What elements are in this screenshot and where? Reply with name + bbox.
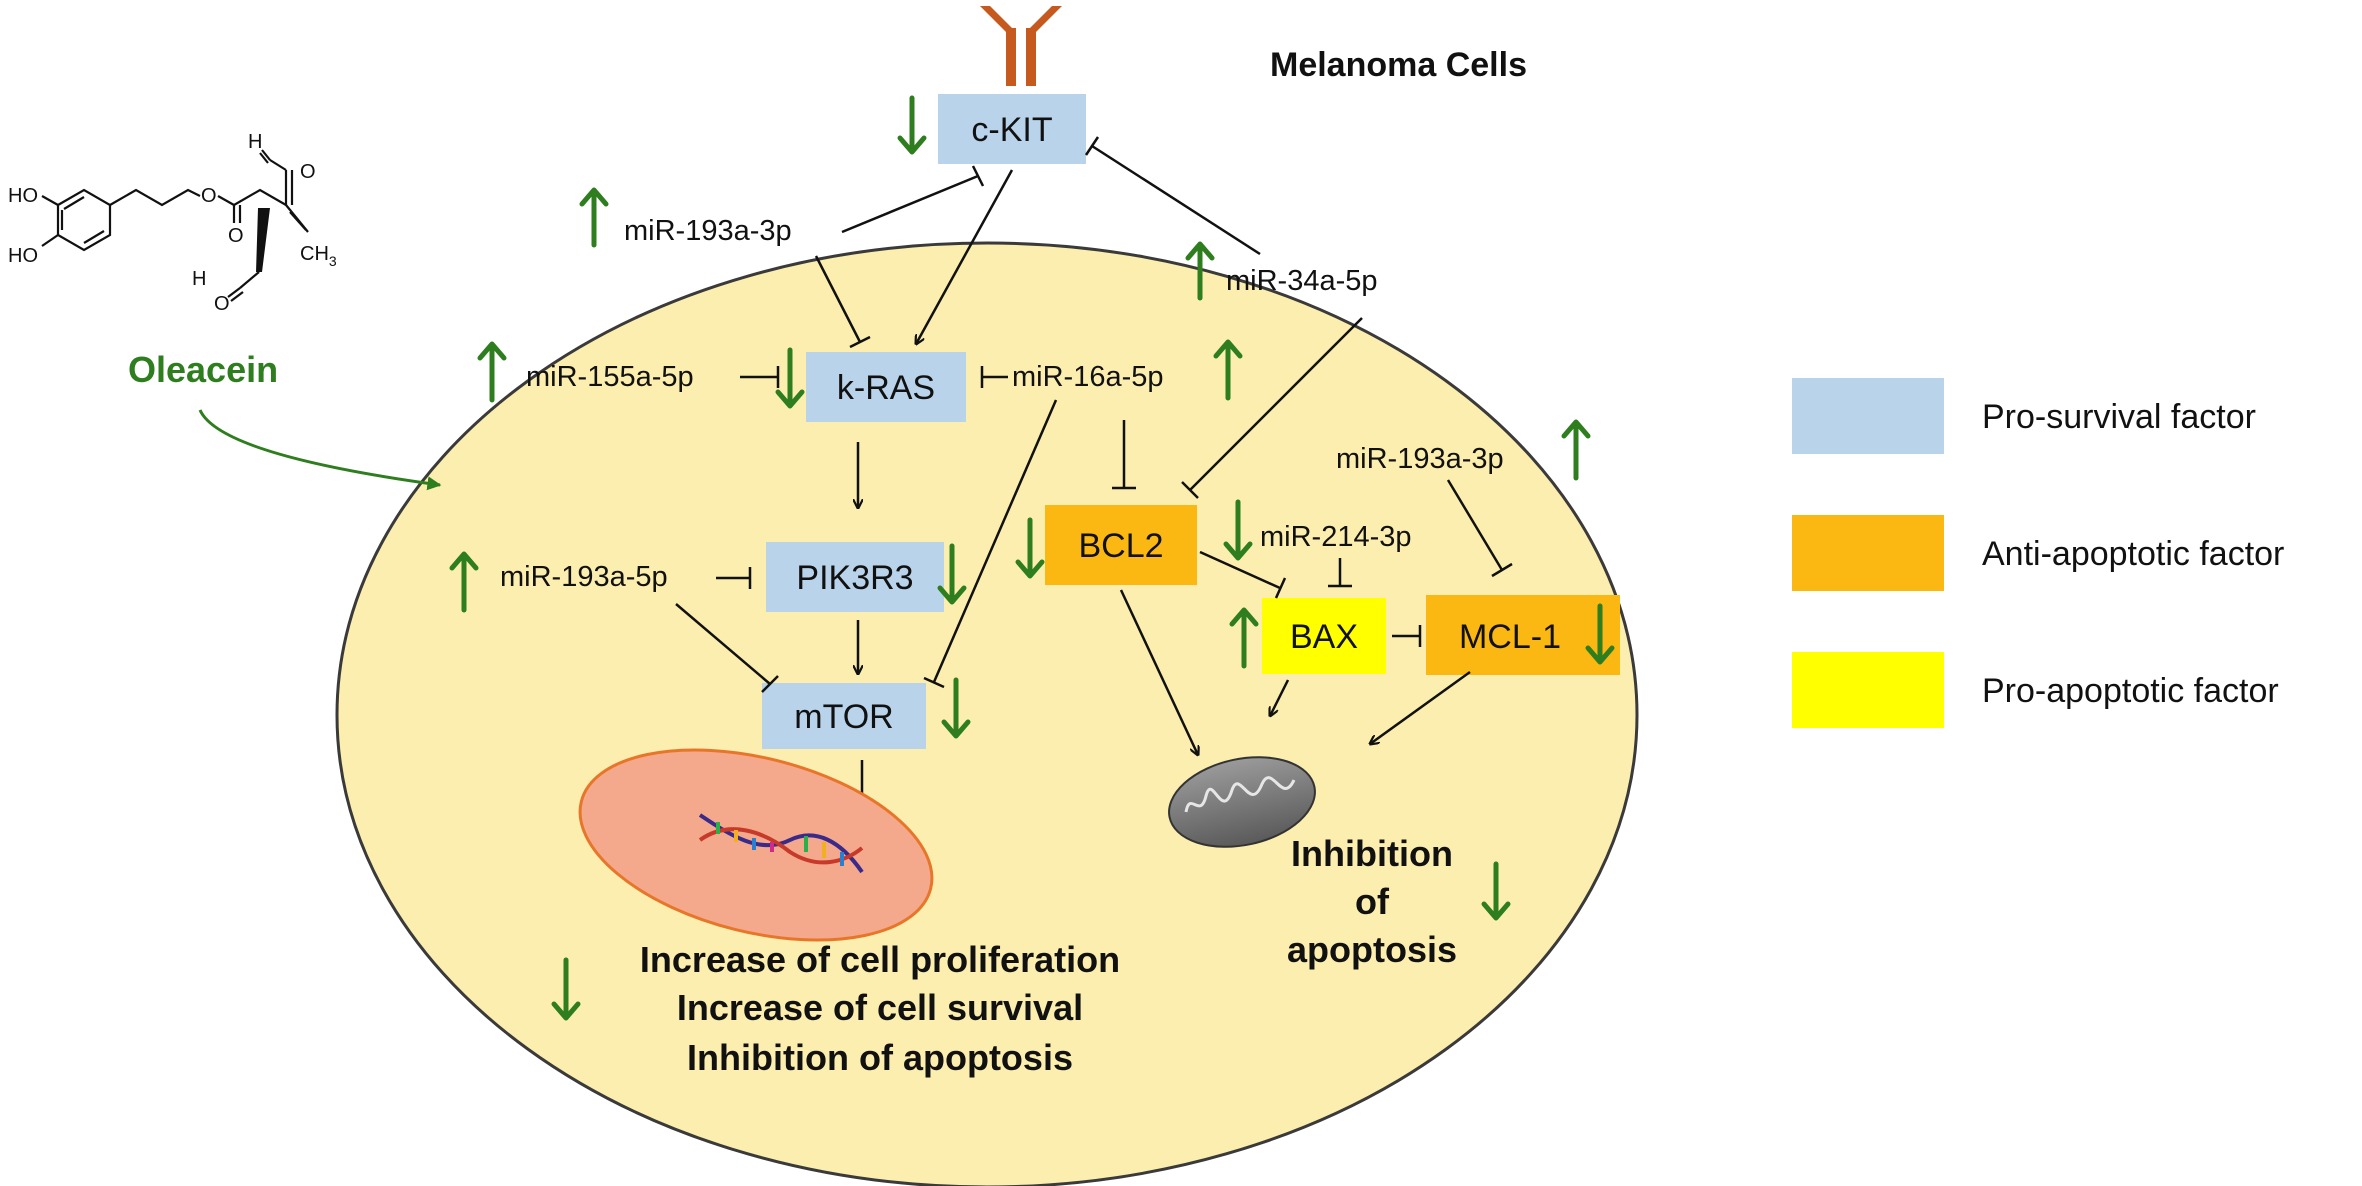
down-arrow-icon xyxy=(775,347,805,409)
oleacein-o-aldehyde-top: O xyxy=(300,161,316,183)
legend-label-anti-apoptotic: Anti-apoptotic factor xyxy=(1982,535,2284,573)
outcome-left-line-2: Increase of cell survival xyxy=(677,987,1083,1028)
up-arrow-icon xyxy=(1185,241,1215,301)
outcome-left: Increase of cell proliferation Increase … xyxy=(640,939,1120,1078)
outcome-right-line-3: apoptosis xyxy=(1287,929,1457,970)
legend-swatch-pro-survival xyxy=(1792,378,1944,454)
mirna-155a-5p: miR-155a-5p xyxy=(526,361,694,393)
oleacein-ch3: CH3 xyxy=(300,243,337,269)
legend-item-pro-apoptotic: Pro-apoptotic factor xyxy=(1792,652,2279,728)
legend-label-pro-survival: Pro-survival factor xyxy=(1982,398,2256,436)
node-mtor: mTOR xyxy=(762,683,926,749)
oleacein-h-bottom: H xyxy=(192,268,206,290)
down-arrow-icon xyxy=(941,677,971,739)
oleacein-ch3-sub: 3 xyxy=(329,253,337,269)
mirna-34a-5p: miR-34a-5p xyxy=(1226,265,1378,297)
diagram-title: Melanoma Cells xyxy=(1270,46,1527,84)
oleacein-ho-top: HO xyxy=(8,185,38,207)
outcome-right-line-1: Inhibition xyxy=(1291,833,1453,874)
mirna-193a-3p-top: miR-193a-3p xyxy=(624,215,792,247)
regulation-arrows xyxy=(449,95,1615,1021)
legend-swatch-pro-apoptotic xyxy=(1792,652,1944,728)
oleacein-structure xyxy=(41,149,309,302)
down-arrow-icon xyxy=(551,957,581,1021)
mirna-193a-3p-right: miR-193a-3p xyxy=(1336,443,1504,475)
node-bax: BAX xyxy=(1262,598,1386,674)
up-arrow-icon xyxy=(449,551,479,613)
activation-arrows xyxy=(858,169,1471,816)
inhibition-lines xyxy=(675,136,1513,693)
down-arrow-icon xyxy=(1223,499,1253,561)
mirna-193a-5p: miR-193a-5p xyxy=(500,561,668,593)
dna-icon xyxy=(698,813,864,874)
down-arrow-icon xyxy=(1585,603,1615,665)
down-arrow-icon xyxy=(1481,861,1511,921)
node-pik3r3-label: PIK3R3 xyxy=(796,559,913,597)
arrow-mcl1-to-mito xyxy=(1370,670,1471,744)
legend-item-pro-survival: Pro-survival factor xyxy=(1792,378,2256,454)
node-bcl2: BCL2 xyxy=(1045,505,1197,585)
down-arrow-icon xyxy=(897,95,927,155)
mirna-16a-5p: miR-16a-5p xyxy=(1012,361,1164,393)
oleacein-label: Oleacein xyxy=(128,349,278,390)
legend: Pro-survival factor Anti-apoptotic facto… xyxy=(1792,378,2284,728)
up-arrow-icon xyxy=(1229,607,1259,669)
arrow-bcl2-to-mito xyxy=(1119,589,1198,755)
up-arrow-icon xyxy=(1561,419,1591,481)
oleacein-o-carbonyl: O xyxy=(228,225,244,247)
arrow-bax-to-mito xyxy=(1270,679,1290,716)
node-kras-label: k-RAS xyxy=(837,369,935,407)
oleacein-o-bottom: O xyxy=(214,293,230,315)
down-arrow-icon xyxy=(937,543,967,605)
arrow-ckit-to-kras xyxy=(916,169,1014,344)
mirna-214-3p: miR-214-3p xyxy=(1260,521,1412,553)
oleacein-ho-bottom: HO xyxy=(8,245,38,267)
down-arrow-icon xyxy=(1015,517,1045,579)
oleacein-ch3-main: CH xyxy=(300,243,329,265)
legend-label-pro-apoptotic: Pro-apoptotic factor xyxy=(1982,672,2279,710)
oleacein-o-ester: O xyxy=(201,185,217,207)
node-mcl1-label: MCL-1 xyxy=(1459,618,1561,656)
legend-swatch-anti-apoptotic xyxy=(1792,515,1944,591)
oleacein-h-top: H xyxy=(248,131,262,153)
node-mtor-label: mTOR xyxy=(794,698,893,736)
oleacein-entry-arrow xyxy=(198,409,442,491)
up-arrow-icon xyxy=(1213,339,1243,401)
receptor-icon xyxy=(980,6,1062,86)
node-mcl1: MCL-1 xyxy=(1426,595,1620,675)
up-arrow-icon xyxy=(477,341,507,403)
cell-membrane xyxy=(335,241,1639,1186)
mitochondrion-icon xyxy=(1168,756,1316,848)
node-bcl2-label: BCL2 xyxy=(1078,527,1163,565)
node-pik3r3: PIK3R3 xyxy=(766,542,944,612)
node-kras: k-RAS xyxy=(806,352,966,422)
up-arrow-icon xyxy=(579,187,609,248)
outcome-right-line-2: of xyxy=(1355,881,1390,922)
outcome-left-line-1: Increase of cell proliferation xyxy=(640,939,1120,980)
node-ckit-label: c-KIT xyxy=(971,111,1052,149)
node-ckit: c-KIT xyxy=(938,94,1086,164)
legend-item-anti-apoptotic: Anti-apoptotic factor xyxy=(1792,515,2284,591)
outcome-left-line-3: Inhibition of apoptosis xyxy=(687,1037,1073,1078)
node-bax-label: BAX xyxy=(1290,618,1358,656)
outcome-right: Inhibition of apoptosis xyxy=(1287,833,1457,970)
